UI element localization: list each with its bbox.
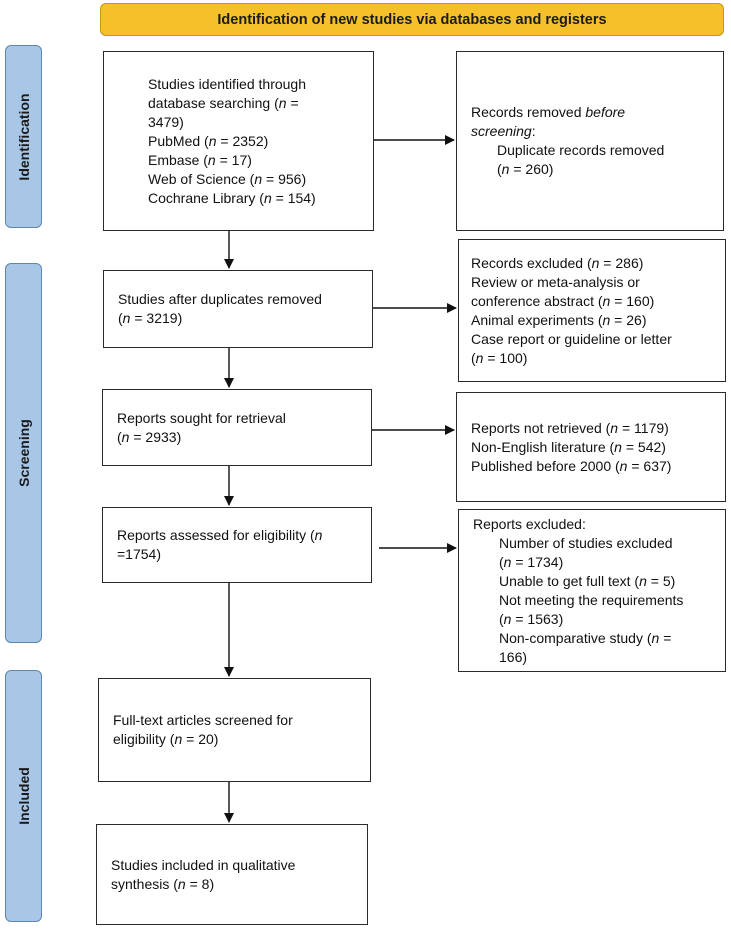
reports-excluded-line-8: 166) <box>499 648 528 665</box>
removed-line-1: Records removed before <box>471 104 626 120</box>
sought-line-2: (n = 2933) <box>117 428 182 445</box>
sought-line-1: Reports sought for retrieval <box>117 409 286 426</box>
after-dup-line-1: Studies after duplicates removed <box>118 291 322 307</box>
identified-line-1: Studies identified through <box>148 75 306 92</box>
excluded-line-6: (n = 100) <box>471 349 528 366</box>
excluded-line-5: Case report or guideline or letter <box>471 330 672 347</box>
stage-included: Included <box>5 670 42 922</box>
excluded-line-3: conference abstract (n = 160) <box>471 292 655 309</box>
reports-excluded-line-2: Number of studies excluded <box>499 534 673 551</box>
after-dup-line-2: (n = 3219) <box>118 310 183 326</box>
fulltext-line-2: eligibility (n = 20) <box>113 731 219 747</box>
reports-excluded-line-6: (n = 1563) <box>499 610 564 627</box>
identified-line-2: database searching (n = <box>148 94 299 111</box>
removed-line-3: Duplicate records removed <box>497 142 665 158</box>
identified-cochrane: Cochrane Library (n = 154) <box>148 189 316 206</box>
not-retrieved-line-1: Reports not retrieved (n = 1179) <box>471 419 669 436</box>
not-retrieved-line-2: Non-English literature (n = 542) <box>471 438 666 455</box>
excluded-line-1: Records excluded (n = 286) <box>471 254 644 271</box>
not-retrieved-line-3: Published before 2000 (n = 637) <box>471 457 672 474</box>
identified-line-3: 3479) <box>148 113 184 130</box>
box-reports-sought: Reports sought for retrieval (n = 2933) <box>102 389 372 466</box>
assessed-line-2: =1754) <box>117 546 161 562</box>
identified-web-of-science: Web of Science (n = 956) <box>148 170 307 187</box>
reports-excluded-line-3: (n = 1734) <box>499 553 564 570</box>
assessed-line-1: Reports assessed for eligibility (n <box>117 527 323 543</box>
reports-excluded-line-1: Reports excluded: <box>473 515 586 532</box>
reports-excluded-line-7: Non-comparative study (n = <box>499 629 672 646</box>
removed-line-2: screening: <box>471 123 536 139</box>
fulltext-line-1: Full-text articles screened for <box>113 712 293 728</box>
box-after-duplicates: Studies after duplicates removed (n = 32… <box>103 270 373 348</box>
included-line-1: Studies included in qualitative <box>111 856 296 873</box>
removed-line-4: (n = 260) <box>497 161 554 177</box>
identified-embase: Embase (n = 17) <box>148 151 252 168</box>
excluded-line-4: Animal experiments (n = 26) <box>471 311 647 328</box>
header-title: Identification of new studies via databa… <box>217 11 607 28</box>
reports-excluded-line-5: Not meeting the requirements <box>499 591 684 608</box>
box-reports-assessed: Reports assessed for eligibility (n =175… <box>102 507 372 583</box>
identified-pubmed: PubMed (n = 2352) <box>148 132 269 149</box>
stage-screening: Screening <box>5 263 42 643</box>
included-line-2: synthesis (n = 8) <box>111 875 215 892</box>
excluded-line-2: Review or meta-analysis or <box>471 273 640 290</box>
box-studies-identified: Studies identified through database sear… <box>103 51 374 231</box>
box-reports-not-retrieved: Reports not retrieved (n = 1179) Non-Eng… <box>456 392 726 502</box>
box-reports-excluded: Reports excluded: Number of studies excl… <box>458 509 726 672</box>
box-fulltext-screened: Full-text articles screened for eligibil… <box>98 678 371 782</box>
box-records-excluded: Records excluded (n = 286) Review or met… <box>458 239 726 382</box>
header-banner: Identification of new studies via databa… <box>100 3 724 36</box>
stage-identification: Identification <box>5 45 42 228</box>
box-studies-included: Studies included in qualitative synthesi… <box>96 824 368 925</box>
reports-excluded-line-4: Unable to get full text (n = 5) <box>499 572 676 589</box>
box-records-removed: Records removed before screening: Duplic… <box>456 51 724 231</box>
